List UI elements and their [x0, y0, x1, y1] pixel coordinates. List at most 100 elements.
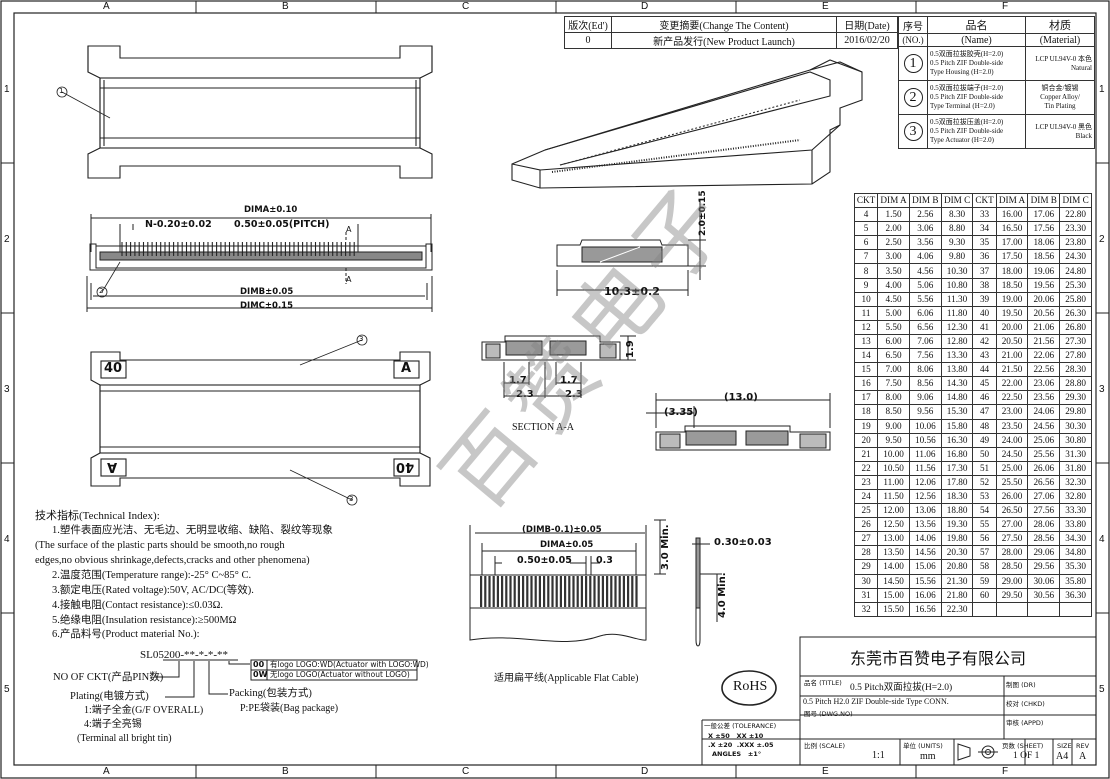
revision-table: 版次(Ed') 变更摘要(Change The Content) 日期(Date… — [564, 16, 898, 49]
dim-table-cell: 58 — [972, 559, 997, 575]
partno-packing: Packing(包装方式) — [229, 688, 312, 699]
pos-a-top: A — [401, 361, 412, 376]
bom-item-3-mat2: Black — [1075, 131, 1092, 140]
dim-table-cell: 13.30 — [940, 348, 974, 364]
fpc-conductor — [627, 576, 630, 607]
bom-item-2-name-en2: Type Terminal (H=2.0) — [930, 102, 995, 110]
dim-table-cell: 32 — [853, 601, 879, 617]
dim-table-cell: 34.80 — [1059, 545, 1092, 561]
isometric-view — [511, 59, 863, 189]
bom-item-3-no: 3 — [898, 114, 928, 149]
dim-table-cell: 40 — [972, 305, 997, 321]
bom-header-no: 序号 — [898, 16, 928, 34]
bom-item-3-name-cn: 0.5双面拉拔压盖(H=2.0) — [930, 118, 1004, 126]
zone-row-3-right: 3 — [1099, 384, 1105, 395]
dim-a-label: DIMA±0.10 — [244, 205, 298, 215]
zone-col-F-bot: F — [1002, 766, 1009, 777]
dim-table-cell: 7.00 — [877, 362, 910, 378]
partno-plating-1: 1:端子全金(G/F OVERALL) — [84, 705, 204, 716]
dim-table-cell: 46 — [972, 390, 997, 406]
dim-c-label: DIMC±0.15 — [240, 301, 294, 311]
dim-table-header-cell: DIM C — [940, 192, 974, 209]
fpc-conductor — [534, 576, 537, 607]
dim-table-cell: 5 — [853, 221, 879, 237]
dim-table-cell: 17.00 — [995, 235, 1029, 251]
partno-plating-2: 4:端子全亮锡 — [84, 719, 142, 730]
dim-table-cell: 10.80 — [940, 277, 974, 293]
dim-table-cell: 20.56 — [1027, 305, 1061, 321]
dwg-label: 图号 (DWG.NO) — [804, 710, 853, 718]
fpc-conductor — [576, 576, 579, 607]
dim-table-cell: 18.06 — [1027, 235, 1061, 251]
zone-col-D-bot: D — [641, 766, 649, 777]
dim-table-cell: 33 — [972, 207, 997, 223]
bom-item-3-name: 0.5双面拉拔压盖(H=2.0)0.5 Pitch ZIF Double-sid… — [927, 114, 1026, 149]
section-a-a-label: SECTION A-A — [512, 422, 574, 433]
dim-table-cell: 26.50 — [995, 503, 1029, 519]
fpc-conductor — [547, 576, 550, 607]
dim-table-cell: 52 — [972, 474, 997, 490]
dim-table-cell: 53 — [972, 488, 997, 505]
fpc-conductor — [593, 576, 596, 607]
fpc-conductor — [568, 576, 571, 607]
dim-table-cell: 34 — [972, 221, 997, 237]
dim-table-cell: 25.30 — [1059, 277, 1092, 293]
drawn-label: 制图 (DR) — [1006, 681, 1036, 689]
dim-table-cell: 37 — [972, 263, 997, 279]
dim-table-cell: 24.00 — [995, 432, 1029, 448]
dim-table-cell: 13.00 — [877, 531, 910, 547]
dim-table-cell: 10.56 — [908, 432, 942, 448]
zone-col-E-top: E — [822, 1, 829, 12]
dim-table-cell: 8.06 — [908, 362, 942, 378]
dim-table-cell: 25.50 — [995, 474, 1029, 490]
dim-table-cell: 21.30 — [940, 573, 974, 589]
dim-table-cell: 22.06 — [1027, 348, 1061, 364]
dim-table-cell: 12 — [853, 319, 879, 335]
dim-table-cell: 25.06 — [1027, 432, 1061, 448]
dim-table-cell: 19.56 — [1027, 277, 1061, 293]
dim-table-cell: 31 — [853, 587, 879, 603]
dim-table-cell: 15.80 — [940, 418, 974, 434]
fpc-conductor — [513, 576, 516, 607]
dim-table-cell: 24.30 — [1059, 249, 1092, 265]
dim-table-cell: 16.80 — [940, 446, 974, 462]
dim-table-cell: 8.56 — [908, 376, 942, 392]
fpc-comb — [480, 576, 638, 607]
fpc-length2-label: 4.0 Min. — [717, 572, 728, 619]
dim-table-cell: 27.80 — [1059, 348, 1092, 364]
partno-packing-1: P:PE袋装(Bag package) — [240, 703, 339, 714]
tech-line-5: 3.额定电压(Rated voltage):50V, AC/DC(等效). — [52, 585, 254, 596]
dim-table-cell: 38 — [972, 277, 997, 293]
dim-table-cell: 20.00 — [995, 319, 1029, 335]
dim-table-cell: 18.80 — [940, 503, 974, 519]
dim-table-cell: 30.80 — [1059, 432, 1092, 448]
fpc-conductor — [543, 576, 546, 607]
sheet-label: 页数 (SHEET) — [1002, 742, 1044, 750]
dim-table-cell: 3.50 — [877, 263, 910, 279]
dim-table-cell: 59 — [972, 573, 997, 589]
dim-table-cell: 21.00 — [995, 348, 1029, 364]
side-view — [556, 200, 706, 296]
dim-table-cell: 33.30 — [1059, 503, 1092, 519]
bom-item-1-name: 0.5双面拉拔胶壳(H=2.0)0.5 Pitch ZIF Double-sid… — [927, 46, 1026, 81]
dim-table-cell: 9.50 — [877, 432, 910, 448]
dim-table-cell: 27.30 — [1059, 333, 1092, 350]
fpc-length-label: 3.0 Min. — [660, 524, 671, 571]
rev-ed: 0 — [564, 32, 612, 49]
dim-table-cell: 14.00 — [877, 559, 910, 575]
dim-table-cell: 12.06 — [908, 474, 942, 490]
dim-table-cell: 20.50 — [995, 333, 1029, 350]
dim-table-cell: 14 — [853, 348, 879, 364]
dim-table-cell: 5.06 — [908, 277, 942, 293]
dim-table-cell: 30.30 — [1059, 418, 1092, 434]
top-view-actuator — [56, 45, 433, 179]
balloon-2-label: 2 — [99, 287, 104, 295]
dim-table-cell: 6.00 — [877, 333, 910, 350]
dim-table-cell: 6.06 — [908, 305, 942, 321]
dim-table-cell: 18.56 — [1027, 249, 1061, 265]
dim-table-cell: 22.80 — [1059, 207, 1092, 223]
